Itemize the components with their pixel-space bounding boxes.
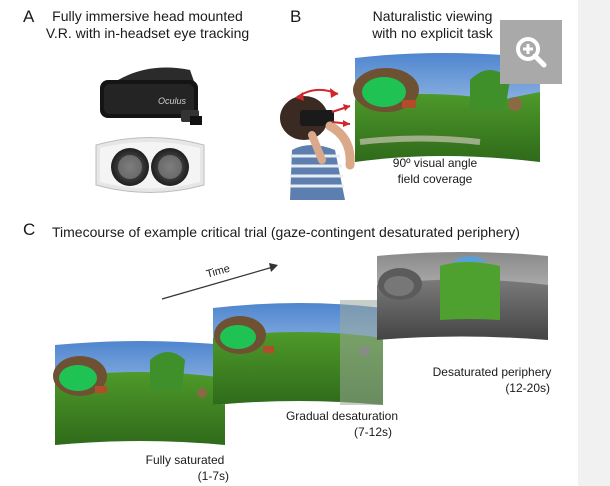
panel-b-title-line1: Naturalistic viewing [372,8,493,24]
figure-image: A Fully immersive head mounted V.R. with… [0,0,578,486]
scene-desaturated-periphery [377,252,548,340]
stage-desaturated-periphery: Desaturated periphery (12-20s) [412,364,572,396]
headset-brand-logo: Oculus [158,96,187,106]
head-rotation-arrows [295,88,351,127]
stage-fully-saturated: Fully saturated (1-7s) [105,452,265,484]
panel-a-title-line2: V.R. with in-headset eye tracking [45,25,250,41]
participant-illustration [280,96,355,200]
zoom-in-button[interactable] [500,20,562,84]
panel-a-title-line1: Fully immersive head mounted [52,8,243,24]
panel-a-letter: A [23,7,35,26]
stage-label: Fully saturated [145,453,225,467]
stage-range: (12-20s) [505,381,550,395]
scene-fully-saturated [53,341,225,445]
panel-b-caption: 90º visual angle field coverage [370,155,500,187]
stage-label: Desaturated periphery [432,365,552,379]
figure-graphics [53,53,548,445]
panel-b-title: Naturalistic viewing with no explicit ta… [345,8,520,42]
stage-range: (1-7s) [197,469,229,483]
panel-b-title-line2: with no explicit task [372,25,493,41]
vr-headset-interior [95,137,205,193]
panel-c-letter: C [23,220,36,239]
panel-c-title: Timecourse of example critical trial (ga… [52,224,520,240]
panel-a-title: Fully immersive head mounted V.R. with i… [30,8,265,42]
stage-gradual-desaturation: Gradual desaturation (7-12s) [262,408,422,440]
panel-b-letter: B [290,7,302,26]
vr-headset-front [100,67,202,125]
stage-range: (7-12s) [353,425,392,439]
time-arrow [161,263,278,300]
panel-b-caption-line2: field coverage [397,172,473,186]
scene-gradual-desaturation [213,300,383,405]
panel-b-scene [353,53,540,162]
zoom-in-icon [516,37,547,68]
stage-label: Gradual desaturation [285,409,399,423]
panel-b-caption-line1: 90º visual angle [392,156,478,170]
